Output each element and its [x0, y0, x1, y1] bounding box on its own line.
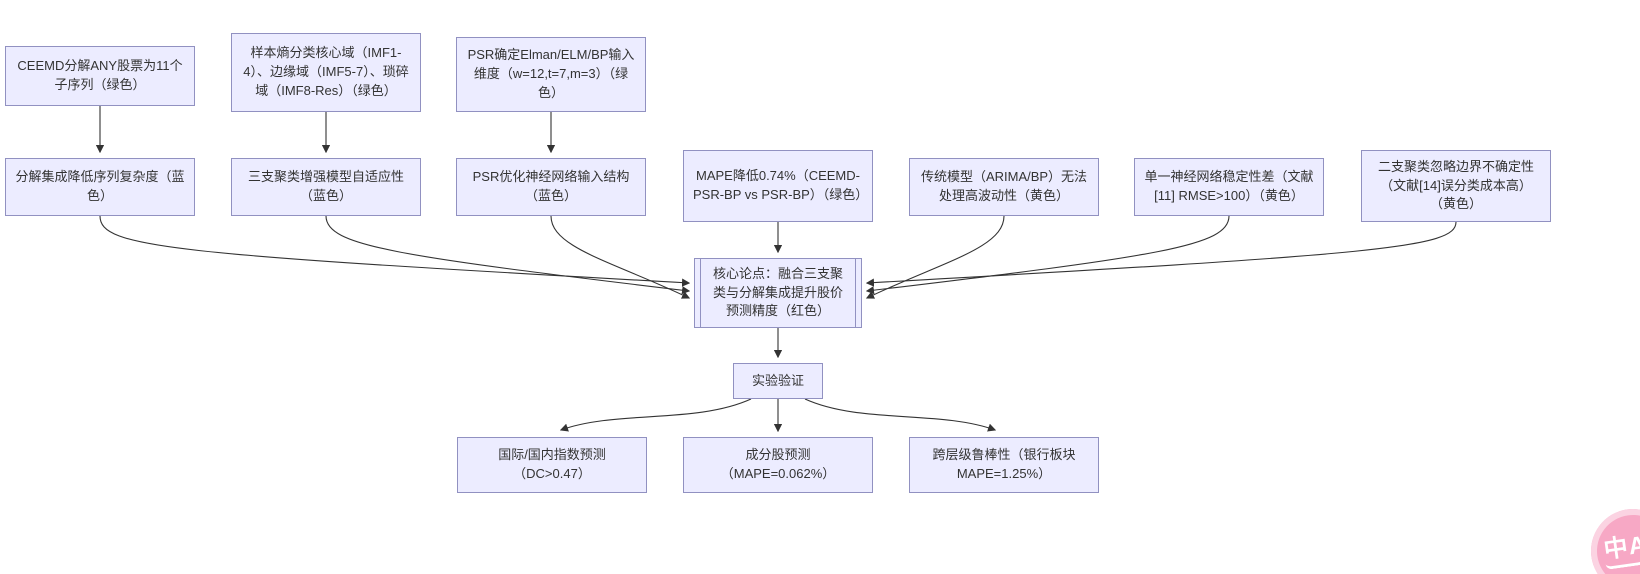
- edge-threeway-core: [325, 215, 691, 295]
- node-result-constituent-forecast: 成分股预测（MAPE=0.062%）: [683, 437, 873, 493]
- node-traditional-models-limit: 传统模型（ARIMA/BP）无法处理高波动性（黄色）: [909, 158, 1099, 216]
- edge-experiment-rob: [804, 398, 997, 432]
- edge-psropt-core: [550, 215, 691, 299]
- edge-tradition-core: [865, 215, 1005, 299]
- node-core-thesis: 核心论点：融合三支聚类与分解集成提升股价预测精度（红色）: [694, 258, 862, 328]
- edge-decomp-core: [99, 215, 691, 287]
- node-decomposition-ensemble: 分解集成降低序列复杂度（蓝色）: [5, 158, 195, 216]
- node-single-nn-instability: 单一神经网络稳定性差（文献[11] RMSE>100）（黄色）: [1134, 158, 1324, 216]
- node-experiment-validation: 实验验证: [733, 363, 823, 399]
- node-psr-input-dimensions: PSR确定Elman/ELM/BP输入维度（w=12,t=7,m=3）（绿色）: [456, 37, 646, 112]
- node-mape-reduction: MAPE降低0.74%（CEEMD-PSR-BP vs PSR-BP）（绿色）: [683, 150, 873, 222]
- node-two-way-clustering-limit: 二支聚类忽略边界不确定性（文献[14]误分类成本高）（黄色）: [1361, 150, 1551, 222]
- edge-singlenn-core: [865, 215, 1230, 295]
- node-three-way-clustering: 三支聚类增强模型自适应性（蓝色）: [231, 158, 421, 216]
- node-ceemd-decomposition: CEEMD分解ANY股票为11个子序列（绿色）: [5, 46, 195, 106]
- node-psr-optimizes-input: PSR优化神经网络输入结构（蓝色）: [456, 158, 646, 216]
- edge-experiment-idx: [559, 398, 752, 432]
- node-sample-entropy-domains: 样本熵分类核心域（IMF1-4）、边缘域（IMF5-7）、琐碎域（IMF8-Re…: [231, 33, 421, 112]
- node-result-cross-level-robustness: 跨层级鲁棒性（银行板块MAPE=1.25%）: [909, 437, 1099, 493]
- node-result-index-forecast: 国际/国内指数预测（DC>0.47）: [457, 437, 647, 493]
- edge-twoway-core: [865, 221, 1457, 287]
- translate-icon: 中A: [1601, 524, 1640, 570]
